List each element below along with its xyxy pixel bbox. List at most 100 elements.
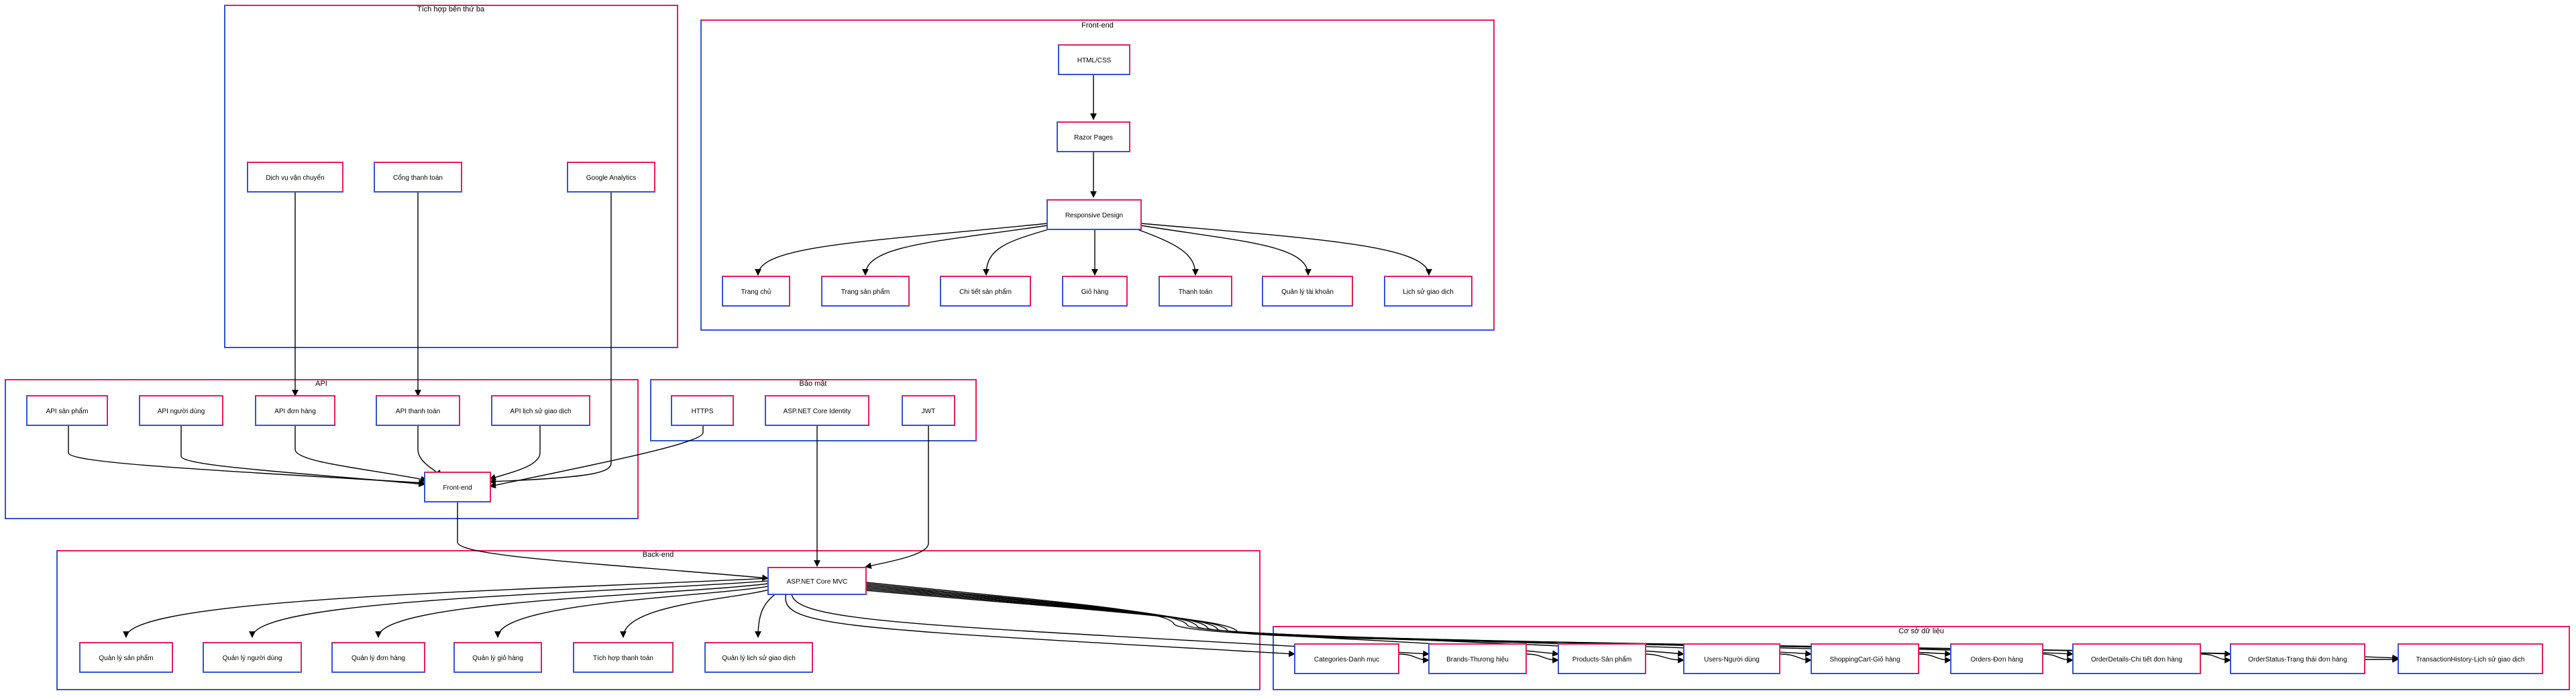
node-border-accent bbox=[1047, 199, 1142, 229]
node-label: API đơn hàng bbox=[274, 408, 316, 415]
node-label: Quản lý sản phẩm bbox=[99, 654, 153, 662]
node-db-orderstatus: OrderStatus-Trạng thái đơn hàng bbox=[2230, 643, 2365, 674]
cluster-title: API bbox=[315, 380, 327, 388]
node-box bbox=[567, 162, 655, 193]
edge bbox=[791, 592, 1430, 657]
node-be-orders: Quản lý đơn hàng bbox=[331, 642, 425, 673]
node-label: JWT bbox=[922, 408, 936, 415]
node-label: Trang chủ bbox=[741, 288, 771, 296]
edge bbox=[494, 586, 769, 638]
node-border-accent bbox=[332, 642, 425, 672]
node-label: Razor Pages bbox=[1074, 134, 1113, 142]
node-label: Brands-Thương hiệu bbox=[1446, 656, 1509, 663]
edge bbox=[1525, 653, 1559, 663]
node-be-users: Quản lý người dùng bbox=[203, 642, 302, 673]
node-border-accent bbox=[27, 395, 108, 425]
node-api-orders: API đơn hàng bbox=[255, 395, 335, 426]
node-border-accent bbox=[672, 395, 734, 425]
node-box bbox=[573, 642, 674, 673]
node-border-accent bbox=[2231, 643, 2365, 674]
node-label: Categories-Danh mục bbox=[1314, 656, 1379, 663]
node-border-accent bbox=[1385, 276, 1472, 306]
edge bbox=[755, 223, 1049, 276]
edge bbox=[457, 502, 769, 582]
node-border-accent bbox=[1159, 276, 1232, 306]
node-label: Orders-Đơn hàng bbox=[1970, 656, 2023, 663]
node-label: HTTPS bbox=[692, 408, 714, 415]
edge bbox=[489, 425, 541, 481]
node-label: Quản lý giỏ hàng bbox=[472, 654, 523, 662]
node-border-accent bbox=[203, 642, 302, 672]
node-frontend-node: Front-end bbox=[424, 472, 491, 502]
edge bbox=[68, 425, 425, 486]
edge bbox=[2042, 653, 2074, 663]
node-api-history: API lịch sử giao dịch bbox=[491, 395, 590, 426]
edge bbox=[375, 583, 769, 638]
node-border-accent bbox=[376, 395, 460, 425]
edge bbox=[865, 582, 1559, 657]
edge bbox=[2200, 653, 2231, 663]
node-label: Trang sản phẩm bbox=[841, 288, 890, 296]
node-border-accent bbox=[902, 395, 955, 425]
node-border-accent bbox=[1263, 276, 1353, 306]
node-label: ASP.NET Core MVC bbox=[787, 578, 848, 586]
node-be-cart: Quản lý giỏ hàng bbox=[453, 642, 542, 673]
node-border-accent bbox=[1684, 643, 1780, 674]
node-box bbox=[1046, 199, 1142, 230]
cluster-title: Front-end bbox=[1081, 21, 1114, 30]
node-label: OrderStatus-Trạng thái đơn hàng bbox=[2248, 656, 2347, 663]
node-label: Responsive Design bbox=[1065, 212, 1123, 219]
node-border-accent bbox=[1951, 643, 2043, 674]
node-label: ShoppingCart-Giỏ hàng bbox=[1829, 655, 1900, 663]
edge bbox=[862, 225, 1049, 276]
node-border-accent bbox=[822, 276, 910, 306]
node-border-accent bbox=[425, 472, 491, 502]
node-api-users: API người dùng bbox=[139, 395, 223, 426]
cluster-title: Cơ sở dữ liệu bbox=[1898, 627, 1944, 635]
edge bbox=[1918, 653, 1951, 663]
node-db-orders: Orders-Đơn hàng bbox=[1950, 643, 2043, 674]
node-label: Cổng thanh toán bbox=[393, 174, 443, 182]
node-border-accent bbox=[705, 642, 813, 672]
node-api-products: API sản phẩm bbox=[26, 395, 108, 426]
node-payment-gateway: Cổng thanh toán bbox=[374, 162, 462, 193]
node-box bbox=[1057, 121, 1130, 152]
node-border-accent bbox=[574, 642, 674, 672]
node-border-accent bbox=[765, 395, 869, 425]
node-box bbox=[139, 395, 223, 426]
node-html-css: HTML/CSS bbox=[1058, 44, 1130, 75]
node-border-accent bbox=[941, 276, 1031, 306]
node-border-accent bbox=[2398, 643, 2543, 674]
edge bbox=[489, 192, 612, 485]
node-border-accent bbox=[1057, 121, 1130, 152]
node-razor-pages: Razor Pages bbox=[1057, 121, 1130, 152]
node-border-accent bbox=[80, 642, 173, 672]
node-border-accent bbox=[492, 395, 590, 425]
node-be-history: Quản lý lịch sử giao dịch bbox=[704, 642, 813, 673]
node-border-accent bbox=[256, 395, 335, 425]
node-box bbox=[821, 276, 910, 307]
node-border-accent bbox=[248, 162, 343, 192]
edge bbox=[294, 425, 427, 482]
node-label: Quản lý đơn hàng bbox=[352, 655, 405, 662]
node-box bbox=[374, 162, 462, 193]
node-db-cart: ShoppingCart-Giỏ hàng bbox=[1811, 643, 1919, 674]
node-label: Chi tiết sản phẩm bbox=[959, 288, 1012, 296]
edge bbox=[1643, 653, 1684, 663]
node-fe-home: Trang chủ bbox=[722, 276, 790, 307]
node-box bbox=[1683, 643, 1780, 674]
node-label: API lịch sử giao dịch bbox=[510, 407, 571, 415]
node-box bbox=[722, 276, 790, 307]
cluster-title: Bảo mật bbox=[800, 380, 827, 388]
node-label: Products-Sản phẩm bbox=[1572, 655, 1631, 663]
edge bbox=[1398, 653, 1430, 663]
node-fe-account: Quản lý tài khoản bbox=[1262, 276, 1353, 307]
node-mvc: ASP.NET Core MVC bbox=[767, 567, 867, 595]
node-label: OrderDetails-Chi tiết đơn hàng bbox=[2091, 655, 2182, 663]
node-border-accent bbox=[1059, 44, 1130, 74]
node-db-products: Products-Sản phẩm bbox=[1558, 643, 1646, 674]
node-fe-products: Trang sản phẩm bbox=[821, 276, 910, 307]
node-label: Thanh toán bbox=[1179, 288, 1213, 296]
node-box bbox=[704, 642, 813, 673]
edge bbox=[249, 580, 769, 638]
